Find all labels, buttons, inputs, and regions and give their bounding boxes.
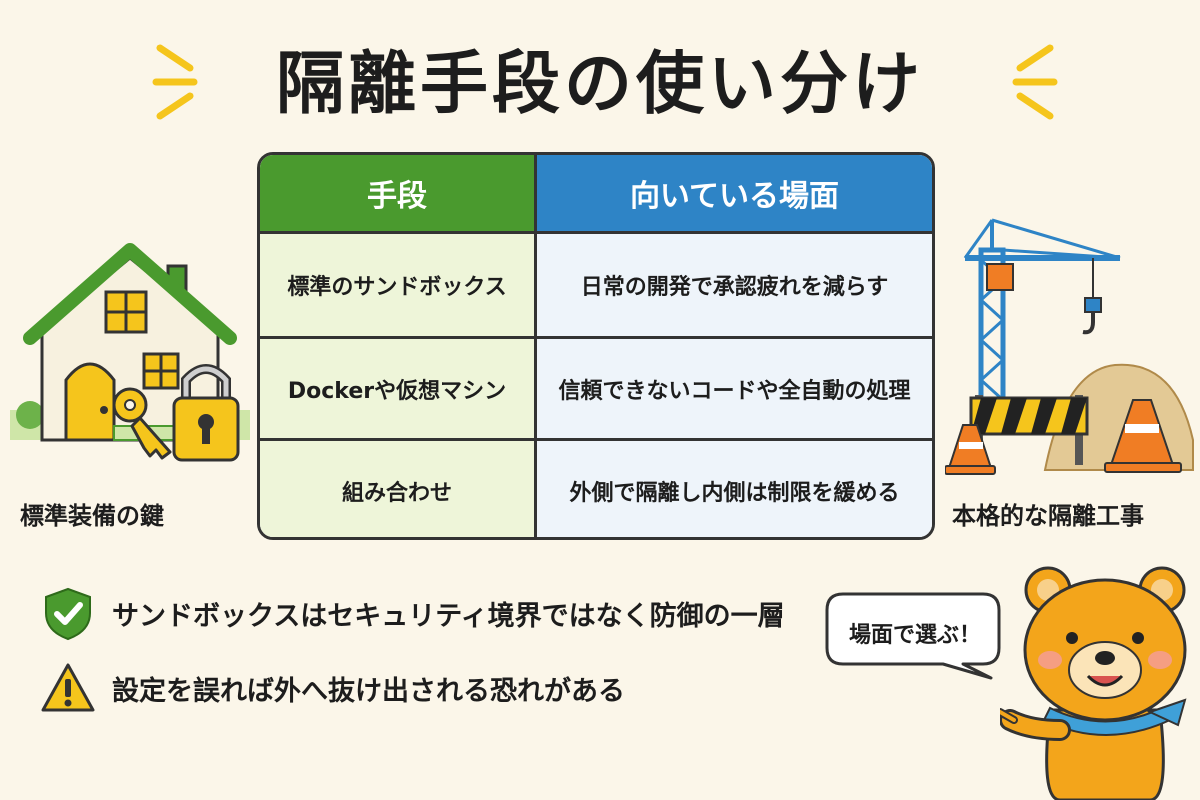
left-caption: 標準装備の鍵	[20, 502, 164, 530]
sparkle-left-icon	[152, 44, 198, 120]
table-row: 標準のサンドボックス 日常の開発で承認疲れを減らす	[260, 234, 932, 336]
sparkle-right-icon	[1012, 44, 1058, 120]
bullet-item: 設定を誤れば外へ抜け出される恐れがある	[40, 660, 625, 716]
bear-mascot	[1000, 566, 1187, 800]
construction-illustration	[945, 218, 1194, 475]
traffic-cone-icon	[1104, 399, 1182, 473]
speech-text: 場面で選ぶ！	[848, 623, 981, 648]
padlock-icon	[172, 364, 240, 462]
house-roof	[23, 243, 237, 345]
traffic-cone-icon	[945, 424, 996, 475]
table-cell-use-case: 外側で隔離し内側は制限を緩める	[534, 441, 932, 537]
bullet-text: 設定を誤れば外へ抜け出される恐れがある	[112, 675, 625, 707]
table-body: 標準のサンドボックス 日常の開発で承認疲れを減らす Dockerや仮想マシン 信…	[260, 231, 932, 537]
table-cell-method: Dockerや仮想マシン	[260, 339, 534, 438]
key-icon	[112, 387, 172, 460]
bush-icon	[16, 401, 44, 429]
speech-bubble	[825, 592, 1001, 680]
shield-check-icon	[45, 587, 91, 641]
table-cell-method: 組み合わせ	[260, 441, 534, 537]
bullet-item: サンドボックスはセキュリティ境界ではなく防御の一層	[40, 585, 785, 641]
table-header-row: 手段 向いている場面	[260, 155, 932, 231]
right-caption: 本格的な隔離工事	[952, 502, 1144, 530]
table-row: 組み合わせ 外側で隔離し内側は制限を緩める	[260, 438, 932, 537]
header-use-case: 向いている場面	[534, 155, 932, 231]
table-cell-use-case: 信頼できないコードや全自動の処理	[534, 339, 932, 438]
warning-icon	[41, 663, 95, 712]
table-cell-method: 標準のサンドボックス	[260, 234, 534, 336]
header-method: 手段	[260, 155, 534, 231]
table-cell-use-case: 日常の開発で承認疲れを減らす	[534, 234, 932, 336]
comparison-table: 手段 向いている場面 標準のサンドボックス 日常の開発で承認疲れを減らす Doc…	[257, 152, 935, 540]
house-lock-illustration	[10, 243, 250, 462]
table-row: Dockerや仮想マシン 信頼できないコードや全自動の処理	[260, 336, 932, 438]
house-door	[64, 362, 116, 442]
bullet-text: サンドボックスはセキュリティ境界ではなく防御の一層	[112, 600, 785, 632]
page-title: 隔離手段の使い分け	[275, 45, 924, 124]
